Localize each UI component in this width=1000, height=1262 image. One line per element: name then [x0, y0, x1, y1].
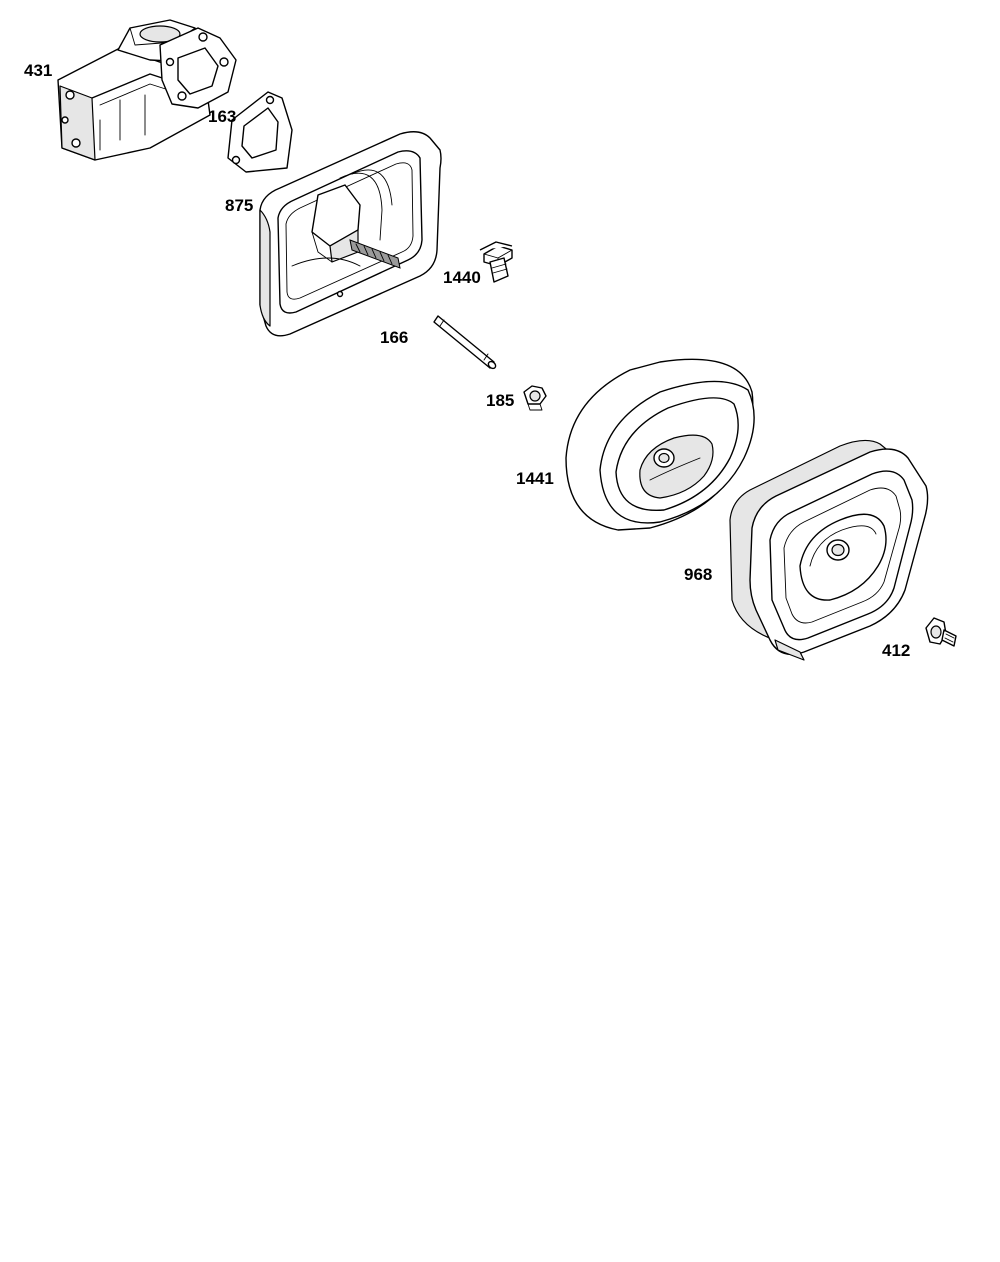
wing-knob-icon: [925, 617, 957, 647]
air-cleaner-cover-icon: [729, 439, 929, 661]
part-label-875: 875: [225, 196, 253, 215]
intake-elbow-icon: [57, 19, 237, 161]
stud-icon: [433, 315, 497, 370]
air-cleaner-base-icon: [259, 131, 442, 337]
air-filter-cartridge-icon: [565, 358, 755, 531]
nut-icon: [523, 385, 547, 411]
gasket-icon: [227, 91, 293, 173]
part-label-163: 163: [208, 107, 236, 126]
bolt-icon: [479, 241, 513, 283]
part-label-968: 968: [684, 565, 712, 584]
part-label-1440: 1440: [443, 268, 481, 287]
part-label-412: 412: [882, 641, 910, 660]
part-label-431: 431: [24, 61, 52, 80]
part-label-1441: 1441: [516, 469, 554, 488]
part-label-166: 166: [380, 328, 408, 347]
part-label-185: 185: [486, 391, 514, 410]
